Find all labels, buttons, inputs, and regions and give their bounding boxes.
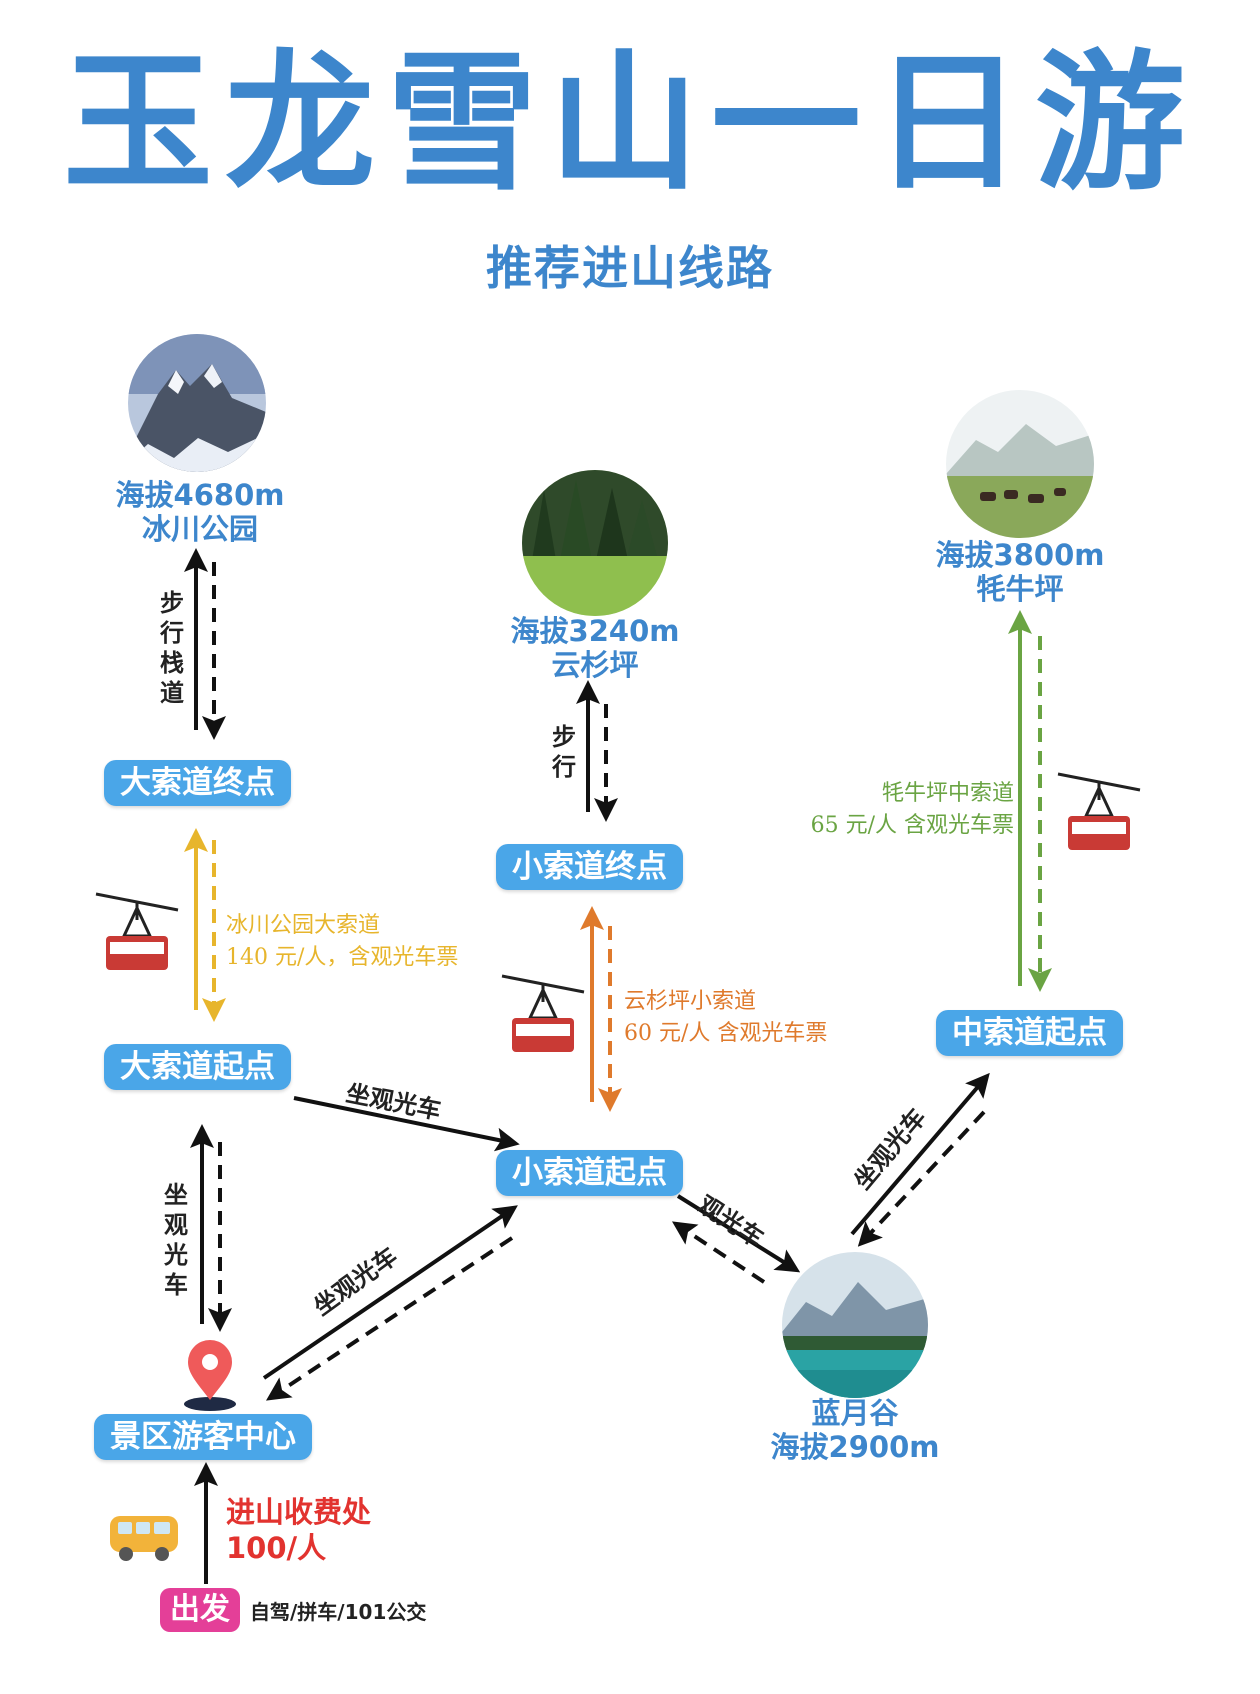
big-cableway-info: 冰川公园大索道 140 元/人，含观光车票 [226, 910, 458, 974]
big-cableway-price: 140 元/人，含观光车票 [226, 945, 459, 970]
maoniu-label: 海拔3800m 牦牛坪 [930, 538, 1110, 606]
mid-cableway-info: 牦牛坪中索道 65 元/人 含观光车票 [782, 778, 1014, 842]
mid-cableway-name: 牦牛坪中索道 [881, 781, 1014, 806]
glacier-label: 海拔4680m 冰川公园 [110, 478, 290, 546]
maoniu-altitude: 海拔3800m [935, 538, 1105, 572]
lanyue-label: 蓝月谷 海拔2900m [770, 1396, 940, 1464]
cable-car-icon [1057, 772, 1141, 850]
page-subtitle: 推荐进山线路 [486, 241, 774, 295]
link-walk: 步行 [552, 723, 576, 781]
cable-car-icon [95, 892, 179, 970]
big-cableway-end[interactable]: 大索道终点 [104, 760, 291, 806]
maoniu-photo [946, 390, 1094, 538]
small-cableway-info: 云杉坪小索道 60 元/人 含观光车票 [624, 986, 827, 1050]
yunshan-label: 海拔3240m 云杉坪 [500, 614, 690, 682]
start-transport-note: 自驾/拼车/101公交 [250, 1600, 427, 1624]
toll-booth-price: 100/人 [226, 1531, 327, 1565]
small-cableway-name: 云杉坪小索道 [624, 989, 757, 1014]
arrow-mid-to-lanyue [857, 1110, 986, 1247]
glacier-photo [128, 334, 266, 472]
yunshan-altitude: 海拔3240m [510, 614, 680, 648]
arrow-big-to-small [293, 1096, 520, 1152]
lanyue-altitude: 海拔2900m [770, 1430, 940, 1464]
arrow-small-to-lanyue [676, 1194, 801, 1273]
yunshan-photo [522, 470, 668, 616]
small-cableway-price: 60 元/人 含观光车票 [624, 1021, 828, 1046]
mid-cableway-price: 65 元/人 含观光车票 [810, 813, 1014, 838]
yunshan-name: 云杉坪 [551, 648, 639, 682]
visitor-center[interactable]: 景区游客中心 [94, 1414, 312, 1460]
mid-cableway-start[interactable]: 中索道起点 [936, 1010, 1123, 1056]
arrow-center-to-small [262, 1205, 518, 1380]
cable-car-icon [501, 974, 585, 1052]
location-pin-icon [184, 1340, 236, 1411]
arrow-small-to-center [265, 1236, 514, 1401]
start-badge[interactable]: 出发 [160, 1588, 240, 1632]
lanyue-photo [782, 1252, 928, 1398]
big-cableway-name: 冰川公园大索道 [226, 913, 381, 938]
lanyue-name: 蓝月谷 [811, 1396, 899, 1430]
big-cableway-start[interactable]: 大索道起点 [104, 1044, 291, 1090]
arrow-lanyue-to-small [671, 1221, 766, 1284]
bus-icon [110, 1516, 178, 1561]
toll-booth-label: 进山收费处 [226, 1495, 372, 1529]
link-bus-center-big: 坐观光车 [164, 1181, 188, 1299]
arrow-lanyue-to-mid [850, 1072, 990, 1236]
link-walk-plank: 步行栈道 [160, 589, 184, 707]
glacier-name: 冰川公园 [141, 512, 258, 546]
maoniu-name: 牦牛坪 [976, 572, 1064, 606]
small-cableway-end[interactable]: 小索道终点 [496, 844, 683, 890]
glacier-altitude: 海拔4680m [115, 478, 285, 512]
toll-booth: 进山收费处 100/人 [226, 1494, 371, 1566]
small-cableway-start[interactable]: 小索道起点 [496, 1150, 683, 1196]
page-title: 玉龙雪山一日游 [62, 35, 1197, 211]
